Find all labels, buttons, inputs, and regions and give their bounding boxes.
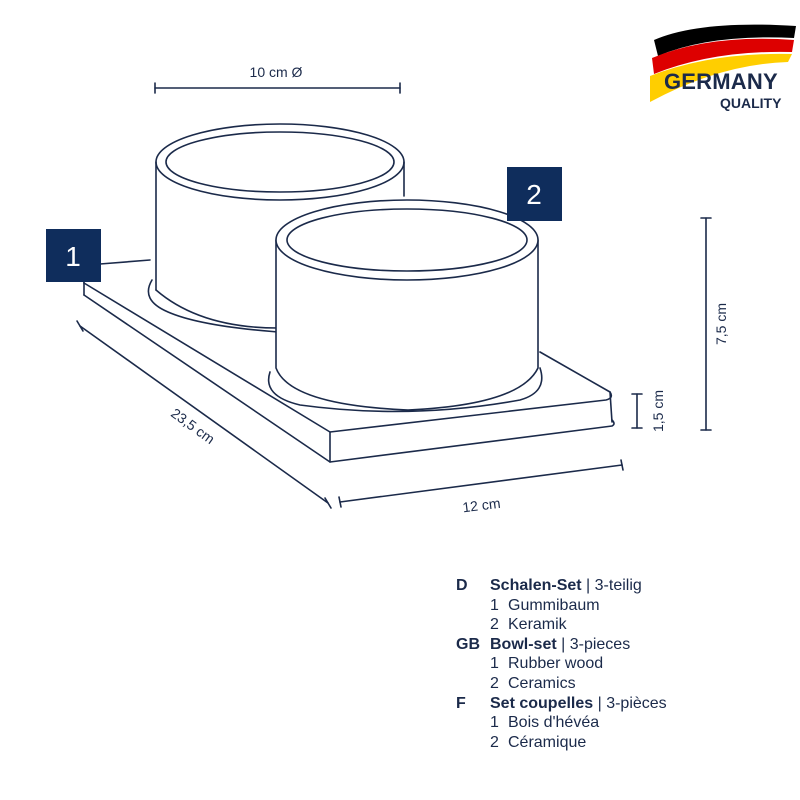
legend-gb-item: 1 Rubber wood — [456, 654, 667, 674]
materials-legend: D Schalen-Set | 3-teilig 1 Gummibaum 2 K… — [456, 576, 667, 752]
legend-item-number: 2 — [490, 616, 499, 634]
part-marker-bowl: 2 — [507, 167, 562, 221]
legend-fr-heading: F Set coupelles | 3-pièces — [456, 694, 667, 714]
legend-item-label: Bois d'hévéa — [508, 714, 600, 732]
legend-de-item: 2 Keramik — [456, 615, 667, 635]
legend-gb-code: GB — [456, 635, 480, 653]
legend-de-title: Schalen-Set — [490, 577, 582, 594]
wooden-board — [83, 259, 615, 463]
legend-de-heading: D Schalen-Set | 3-teilig — [456, 576, 667, 596]
legend-item-number: 1 — [490, 596, 499, 614]
legend-gb-heading: GB Bowl-set | 3-pieces — [456, 635, 667, 655]
legend-de-code: D — [456, 577, 468, 594]
legend-gb-detail: | 3-pieces — [556, 635, 631, 653]
legend-item-number: 1 — [490, 714, 499, 732]
ceramic-bowl-back — [147, 123, 405, 333]
legend-item-number: 2 — [490, 674, 499, 692]
part-marker-board-number: 1 — [65, 241, 81, 272]
depth-label: 23,5 cm — [168, 405, 218, 447]
badge-subtitle: QUALITY — [720, 95, 782, 111]
ceramic-bowl-front — [267, 199, 543, 413]
diameter-label: 10 cm Ø — [250, 64, 303, 80]
board-thickness-label: 1,5 cm — [650, 390, 666, 432]
part-marker-bowl-number: 2 — [526, 179, 542, 210]
part-marker-board: 1 — [46, 229, 101, 282]
legend-item-label: Ceramics — [508, 674, 576, 692]
legend-item-label: Gummibaum — [508, 596, 600, 614]
legend-fr-detail: | 3-pièces — [593, 694, 667, 712]
legend-fr-item: 2 Céramique — [456, 733, 667, 753]
germany-quality-badge: GERMANY QUALITY — [640, 22, 800, 122]
germany-flag-swoosh — [650, 24, 796, 102]
dimension-lines — [76, 82, 712, 509]
legend-de-detail: | 3-teilig — [581, 577, 642, 594]
legend-gb-item: 2 Ceramics — [456, 674, 667, 694]
width-label: 12 cm — [461, 495, 501, 516]
legend-fr-title: Set coupelles — [490, 694, 594, 712]
legend-item-label: Rubber wood — [508, 655, 604, 673]
badge-word: GERMANY — [664, 69, 778, 94]
legend-item-label: Céramique — [508, 733, 587, 751]
legend-de-item: 1 Gummibaum — [456, 596, 667, 616]
legend-item-number: 1 — [490, 655, 499, 673]
legend-gb-title: Bowl-set — [490, 635, 557, 653]
legend-fr-code: F — [456, 694, 466, 712]
legend-item-number: 2 — [490, 733, 499, 751]
legend-fr-item: 1 Bois d'hévéa — [456, 713, 667, 733]
height-label: 7,5 cm — [713, 303, 729, 345]
legend-item-label: Keramik — [508, 616, 567, 634]
